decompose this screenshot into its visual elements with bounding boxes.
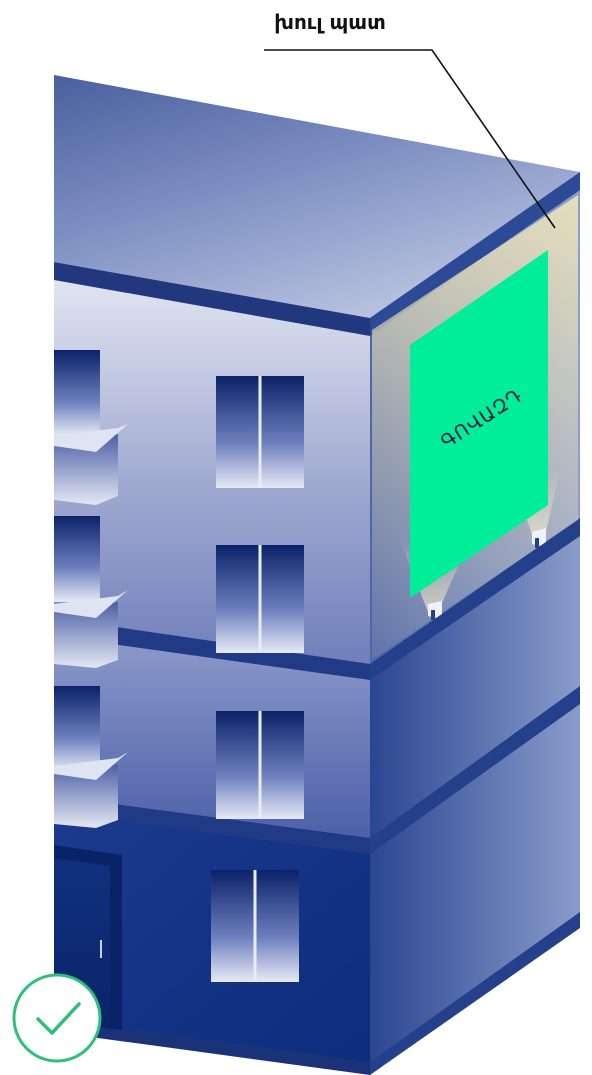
door-handle (100, 940, 102, 958)
balcony-door (54, 350, 100, 436)
callout-label: խուլ պատ (274, 10, 386, 34)
check-circle-icon (14, 975, 100, 1061)
lamp-bracket (431, 610, 435, 620)
balcony-door (54, 686, 100, 772)
lamp-bracket (535, 538, 539, 548)
balcony-door (54, 516, 100, 602)
